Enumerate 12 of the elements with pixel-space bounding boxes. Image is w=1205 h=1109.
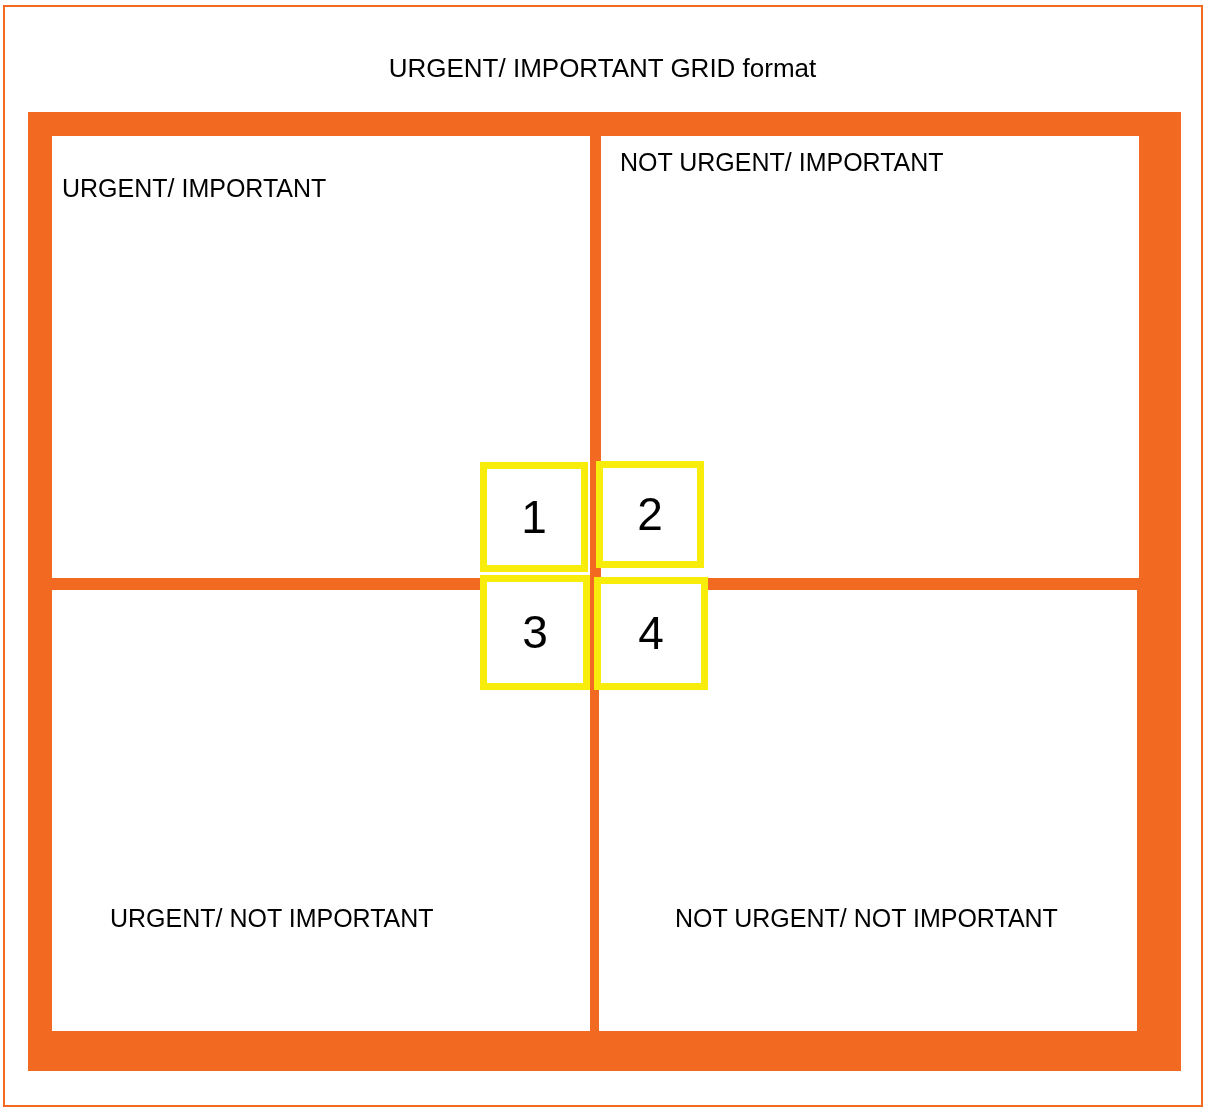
quadrant-panel [599, 590, 1137, 1031]
quadrant-label: URGENT/ IMPORTANT [62, 174, 327, 202]
quadrant-label: URGENT/ NOT IMPORTANT [110, 904, 434, 932]
numbered-box: 3 [480, 575, 590, 690]
diagram-title: URGENT/ IMPORTANT GRID format [387, 52, 818, 84]
numbered-box: 1 [480, 462, 588, 572]
numbered-box: 4 [594, 577, 708, 690]
quadrant-label: NOT URGENT/ NOT IMPORTANT [675, 904, 1058, 932]
quadrant-label: NOT URGENT/ IMPORTANT [620, 148, 944, 176]
quadrant-panel [52, 590, 590, 1031]
numbered-box: 2 [596, 461, 704, 568]
quadrant-panel [52, 136, 590, 578]
